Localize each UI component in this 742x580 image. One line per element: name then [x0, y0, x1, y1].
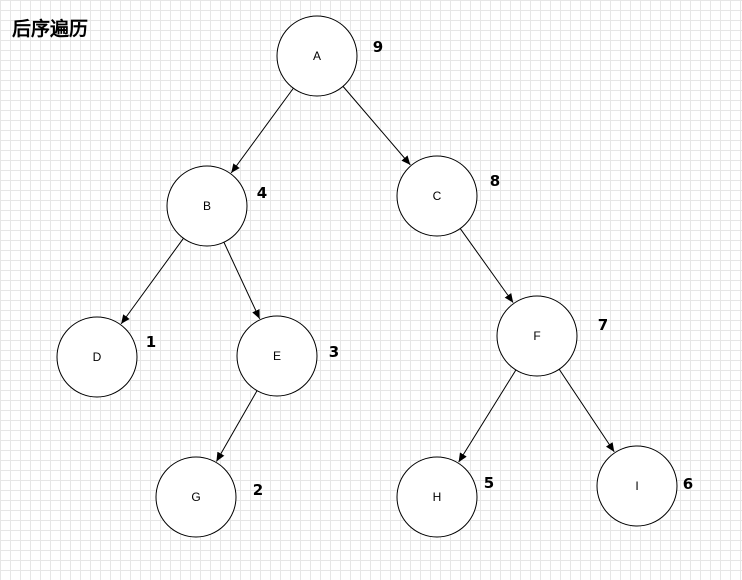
edge-a-b	[230, 87, 294, 174]
node-label-g: G	[191, 490, 200, 504]
node-b: B4	[166, 165, 267, 247]
node-circle-e	[236, 315, 318, 397]
node-d: D1	[56, 316, 156, 398]
node-circle-f	[496, 295, 578, 377]
node-f: F7	[496, 295, 608, 377]
diagram-title: 后序遍历	[12, 18, 89, 40]
node-label-c: C	[433, 189, 442, 203]
node-circle-a	[276, 15, 358, 97]
order-number-e: 3	[329, 343, 339, 361]
edge-b-d	[120, 238, 184, 325]
order-number-c: 8	[490, 172, 500, 190]
order-number-a: 9	[373, 38, 383, 56]
node-c: C8	[396, 155, 500, 237]
order-number-d: 1	[146, 333, 156, 351]
order-number-g: 2	[253, 481, 263, 499]
edges-layer	[120, 86, 615, 463]
node-circle-g	[155, 456, 237, 538]
edge-a-c	[342, 86, 411, 166]
node-label-h: H	[433, 490, 442, 504]
order-number-b: 4	[257, 184, 267, 202]
node-label-f: F	[533, 329, 540, 343]
edge-f-i	[558, 369, 615, 453]
node-circle-i	[596, 445, 678, 527]
node-circle-b	[166, 165, 248, 247]
edge-e-g	[215, 390, 258, 462]
node-circle-d	[56, 316, 138, 398]
node-label-a: A	[313, 49, 321, 63]
order-number-i: 6	[683, 475, 693, 493]
node-circle-h	[396, 456, 478, 538]
edge-c-f	[459, 228, 514, 303]
order-number-f: 7	[598, 316, 608, 334]
node-circle-c	[396, 155, 478, 237]
edge-b-e	[223, 242, 261, 320]
node-label-i: I	[635, 479, 638, 493]
order-number-h: 5	[484, 474, 494, 492]
node-h: H5	[396, 456, 494, 538]
node-label-b: B	[203, 199, 211, 213]
node-label-e: E	[273, 349, 281, 363]
edge-f-h	[458, 369, 517, 463]
node-label-d: D	[93, 350, 102, 364]
